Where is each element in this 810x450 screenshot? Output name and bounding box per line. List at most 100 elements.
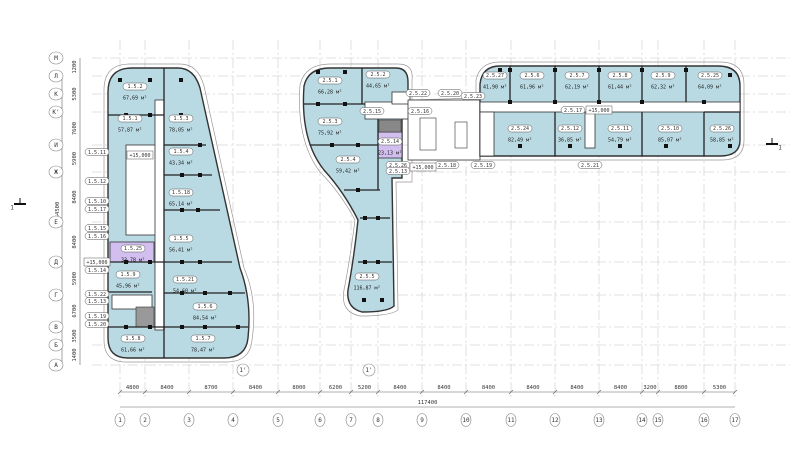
room-tag-label: 1.5.11 — [88, 150, 106, 156]
section-label: 1' — [365, 367, 372, 374]
column-axis-label: 2 — [143, 417, 147, 424]
room-number-tag — [335, 155, 361, 164]
section-bubble — [236, 363, 250, 377]
room-2-5-1: 2.5.166,28 м² — [317, 76, 343, 96]
room-number-tag — [354, 272, 380, 281]
structural-column — [203, 291, 207, 295]
structural-column — [180, 173, 184, 177]
column-spacing-label: 8700 — [204, 385, 217, 391]
room-tag-label: 1.5.16 — [88, 234, 106, 240]
room-number: 2.5.3 — [322, 119, 337, 125]
structural-column — [356, 143, 360, 147]
grid-axis-bubble — [48, 320, 64, 334]
room-area: 84,54 м² — [193, 316, 217, 322]
room-number-tag — [564, 71, 590, 80]
room-number: 1.5.7 — [195, 336, 210, 342]
structural-column — [618, 144, 622, 148]
room-2-5-12: 2.5.12 36,85 м² — [557, 124, 583, 144]
room-number-tag — [482, 71, 508, 80]
room-tag — [84, 297, 110, 305]
structural-column — [664, 144, 668, 148]
structural-column — [148, 325, 152, 329]
column-spacing-label: 8400 — [249, 385, 262, 391]
room-number-tag — [709, 124, 735, 133]
room-tag-label: 2.5.22 — [409, 91, 427, 97]
level-mark: +15,000 — [412, 165, 433, 171]
room-tag-label: 1.5.13 — [88, 299, 106, 305]
grid-axis-bubble — [460, 413, 472, 427]
room-tag-label: 1.5.19 — [88, 314, 106, 320]
room-2-5-7: 2.5.762,19 м² — [564, 71, 590, 91]
room-2-5-2: 2.5.244,65 м² — [365, 70, 391, 90]
dimension-tick — [463, 389, 469, 395]
room-tag — [84, 266, 110, 274]
room-tag — [560, 106, 586, 114]
structural-column — [148, 113, 152, 117]
room-area: 45,96 м² — [116, 284, 140, 290]
left-building — [107, 67, 250, 359]
room-tag-label: 2.5.19 — [474, 163, 492, 169]
level-marks: +15,000+15,000+15,000+15,000 — [83, 105, 613, 267]
grid-axis-bubble — [698, 413, 710, 427]
row-spacing-label: 8400 — [72, 235, 78, 248]
room-number: 2.5.6 — [524, 73, 539, 79]
structural-column — [124, 260, 128, 264]
section-label: 1' — [239, 367, 246, 374]
dimension-tick — [639, 389, 645, 395]
room-number-tag — [168, 114, 194, 123]
room-area: 41,90 м² — [483, 85, 507, 91]
room-number: 2.5.12 — [561, 126, 579, 132]
structural-column — [508, 100, 512, 104]
structural-column — [203, 325, 207, 329]
room-number: 1.5.21 — [176, 277, 194, 283]
grid-axis-bubble — [272, 413, 284, 427]
room-area: 44,65 м² — [366, 84, 390, 90]
room-1-5-1: 1.5.157,87 м² — [117, 114, 143, 134]
room-number-tag — [168, 188, 194, 197]
room-number: 1.5.3 — [173, 116, 188, 122]
row-spacing-label: 1200 — [72, 60, 78, 73]
column-spacing-label: 6200 — [329, 385, 342, 391]
room-area: 61,44 м² — [608, 85, 632, 91]
room-number-tag — [607, 124, 633, 133]
rooms: 1.5.267,69 м²1.5.157,87 м²1.5.378,05 м²1… — [115, 70, 735, 354]
room-area: 54,60 м² — [173, 289, 197, 295]
room-tag — [84, 224, 110, 232]
room-number: 1.5.5 — [173, 236, 188, 242]
grid-axis-bubble — [48, 87, 64, 101]
room-number-tag — [192, 302, 218, 311]
row-spacing-label: 7600 — [72, 122, 78, 135]
row-axis-label: Г — [54, 292, 58, 299]
row-axis-label: А — [54, 362, 58, 369]
room-area: 36,85 м² — [558, 138, 582, 144]
room-area: 75,92 м² — [318, 131, 342, 137]
column-axis-label: 10 — [462, 417, 470, 424]
room-tag-label: 1.5.17 — [88, 207, 106, 213]
room-number-tag — [122, 82, 148, 91]
middle-building — [302, 67, 481, 313]
column-spacing-label: 3200 — [643, 385, 656, 391]
room-number-tag — [317, 117, 343, 126]
room-area: 116,87 м² — [353, 286, 380, 292]
room-number-tag — [519, 71, 545, 80]
room-tag — [84, 177, 110, 185]
structural-column — [196, 208, 200, 212]
dimension-tick — [375, 389, 381, 395]
dimension-tick — [186, 389, 192, 395]
level-mark: +15,000 — [129, 153, 150, 159]
grid-axis-bubble — [372, 413, 384, 427]
room-number-tag — [120, 244, 146, 253]
structural-column — [728, 73, 732, 77]
column-axis-label: 12 — [551, 417, 559, 424]
room-tag — [359, 107, 385, 115]
room-number: 2.5.9 — [655, 73, 670, 79]
room-area: 82,49 м² — [508, 138, 532, 144]
total-width-label: 117400 — [418, 400, 438, 406]
column-spacing-label: 4800 — [126, 385, 139, 391]
room-area: 67,69 м² — [123, 96, 147, 102]
room-number-tag — [657, 124, 683, 133]
room-number-tag — [697, 71, 723, 80]
row-spacing-label: 5900 — [72, 272, 78, 285]
